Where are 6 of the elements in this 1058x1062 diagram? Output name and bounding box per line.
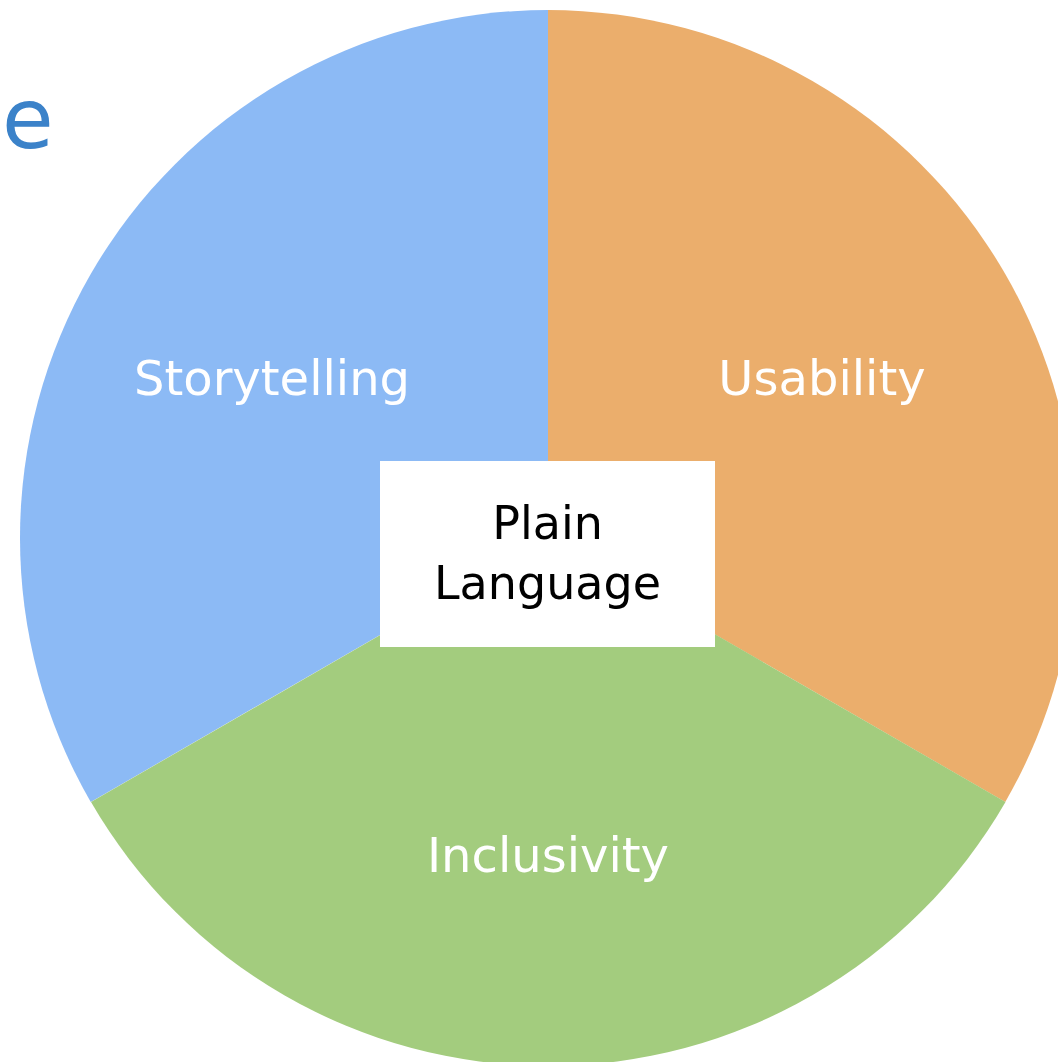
center-box <box>380 461 715 647</box>
center-label: Plain Language <box>433 495 662 612</box>
title-fragment: e <box>2 70 54 168</box>
sector-label: Usability <box>718 350 926 406</box>
sector-label: Storytelling <box>134 350 410 406</box>
sector-label: Inclusivity <box>426 827 669 883</box>
